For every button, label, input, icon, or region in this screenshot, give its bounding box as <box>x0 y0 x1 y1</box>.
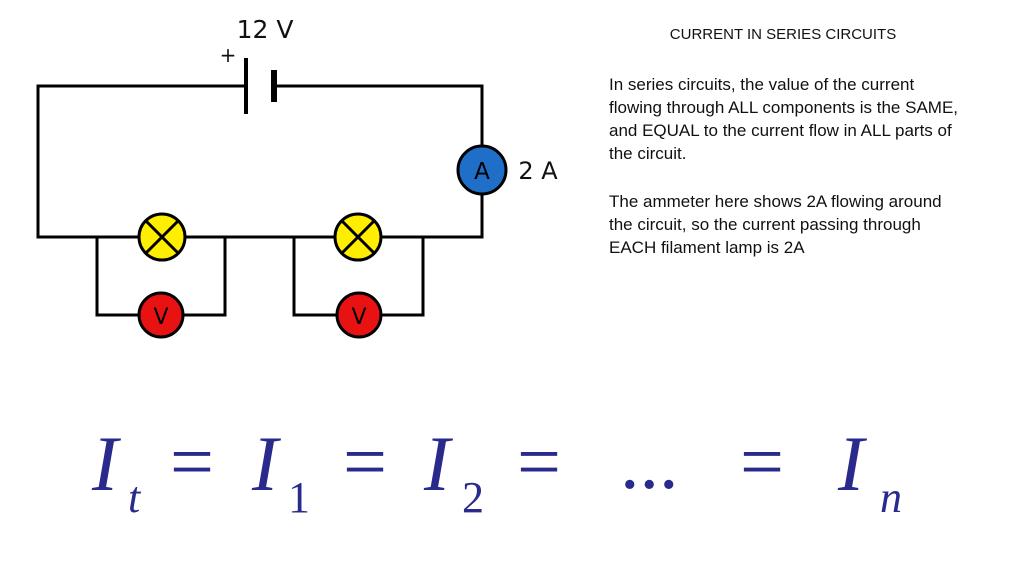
formula-sub-total: t <box>128 473 142 522</box>
formula-equals-2: = <box>343 418 387 505</box>
wire-right-lower <box>380 192 484 239</box>
ammeter-reading: 2 A <box>518 157 558 185</box>
explanation-paragraph-2: The ammeter here shows 2A flowing around… <box>609 192 942 257</box>
current-equality-formula: I t = I 1 = I 2 = ... = I n <box>91 418 902 522</box>
circuit-wires <box>36 84 484 317</box>
formula-equals-1: = <box>170 418 214 505</box>
voltmeter-1: V <box>137 291 185 339</box>
formula-term-total: I <box>91 420 122 507</box>
formula-term-2: I <box>423 420 454 507</box>
voltmeter-loop-2 <box>292 235 425 317</box>
voltmeter-2-symbol: V <box>351 305 366 330</box>
voltmeter-loop-1 <box>95 235 227 317</box>
series-circuit-diagram: 12 V + A 2 A V V <box>36 15 558 339</box>
slide-title: CURRENT IN SERIES CIRCUITS <box>669 26 897 43</box>
formula-sub-1: 1 <box>288 473 310 522</box>
battery-cell <box>244 58 277 114</box>
formula-term-n: I <box>837 420 868 507</box>
ammeter: A <box>456 144 508 196</box>
formula-sub-n: n <box>880 473 902 522</box>
formula-term-1: I <box>251 420 282 507</box>
explanation-paragraph-1: In series circuits, the value of the cur… <box>609 75 959 163</box>
voltmeter-2: V <box>335 291 383 339</box>
formula-equals-4: = <box>740 418 784 505</box>
wire-top-right <box>272 84 484 148</box>
filament-lamp-1 <box>137 212 187 262</box>
battery-positive-sign: + <box>220 43 237 67</box>
battery-voltage-label: 12 V <box>237 15 294 44</box>
filament-lamp-2 <box>333 212 383 262</box>
formula-ellipsis: ... <box>620 418 679 505</box>
formula-sub-2: 2 <box>462 473 484 522</box>
formula-equals-3: = <box>517 418 561 505</box>
wire-left <box>36 84 142 239</box>
ammeter-symbol: A <box>474 159 490 185</box>
voltmeter-1-symbol: V <box>153 305 168 330</box>
